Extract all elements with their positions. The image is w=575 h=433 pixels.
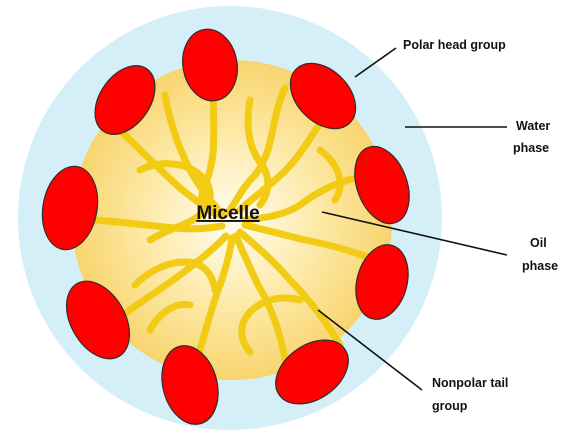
label-oil-phase-line2: phase (522, 259, 558, 273)
label-water-phase-line2: phase (513, 141, 549, 155)
label-nonpolar-tail-line2: group (432, 399, 468, 413)
label-nonpolar-tail-line1: Nonpolar tail (432, 376, 508, 390)
label-water-phase-line1: Water (516, 119, 550, 133)
micelle-title: Micelle (196, 203, 259, 224)
label-polar-head-group: Polar head group (403, 38, 506, 52)
label-oil-phase-line1: Oil (530, 236, 547, 250)
